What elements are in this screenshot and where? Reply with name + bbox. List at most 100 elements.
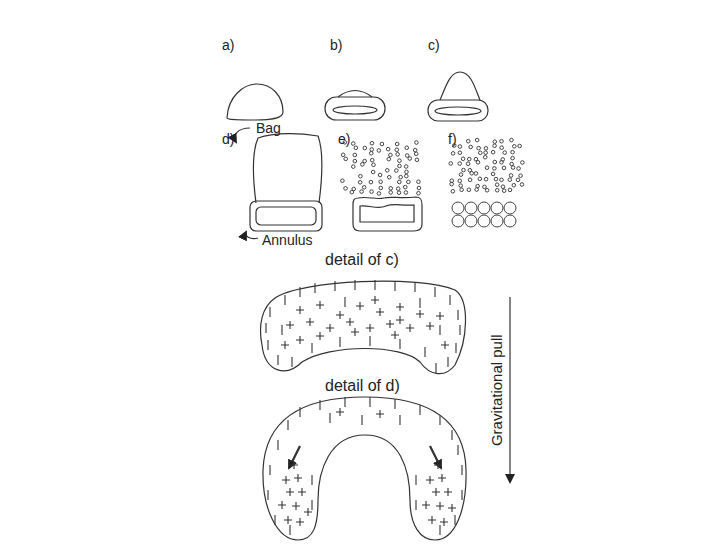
droplet: [478, 177, 482, 181]
droplet: [450, 182, 454, 186]
droplet: [485, 166, 489, 170]
droplet: [483, 185, 487, 189]
droplet: [370, 148, 374, 152]
droplet: [511, 156, 515, 160]
droplet: [517, 167, 521, 171]
droplet: [395, 169, 399, 173]
drop-cap: [338, 91, 372, 98]
droplet: [509, 174, 513, 178]
droplet: [466, 139, 470, 143]
droplet: [474, 172, 478, 176]
bag-shape: [254, 134, 322, 203]
bubble: [452, 202, 464, 214]
droplet: [399, 175, 403, 179]
droplet: [491, 150, 495, 154]
droplet: [459, 184, 463, 188]
droplet: [513, 145, 517, 149]
detail-bag: [263, 397, 466, 540]
droplet: [417, 180, 421, 184]
droplet: [359, 174, 363, 178]
droplet: [398, 159, 402, 163]
droplet: [407, 180, 411, 184]
droplet: [511, 166, 515, 170]
droplet: [396, 187, 400, 191]
droplet: [500, 160, 504, 164]
droplet: [341, 153, 345, 157]
droplet: [475, 188, 479, 192]
part-label: b): [330, 38, 342, 53]
bubble: [465, 215, 477, 227]
detail-caption: detail of c): [325, 251, 399, 269]
bubble: [504, 215, 516, 227]
droplet: [404, 165, 408, 169]
annulus-hole: [360, 205, 414, 222]
droplet: [467, 188, 471, 192]
droplet: [377, 149, 381, 153]
droplet: [377, 192, 381, 196]
droplet: [405, 146, 409, 150]
bubble: [465, 202, 477, 214]
droplet: [494, 177, 498, 181]
bubble: [452, 215, 464, 227]
droplet: [415, 141, 419, 145]
part-label: Annulus: [262, 233, 313, 248]
droplet: [476, 160, 480, 164]
part-label: a): [222, 38, 234, 53]
drop-cap: [440, 72, 480, 100]
droplet: [398, 164, 402, 168]
droplet: [378, 173, 382, 177]
part-label: f): [448, 132, 457, 147]
droplet: [516, 178, 520, 182]
part-label: d): [222, 132, 234, 147]
droplet: [360, 190, 364, 194]
droplet: [344, 157, 348, 161]
droplet: [405, 170, 409, 174]
droplet: [387, 175, 391, 179]
droplet: [398, 180, 402, 184]
droplet: [508, 178, 512, 182]
droplet: [460, 188, 464, 192]
droplet: [350, 190, 354, 194]
droplet: [395, 142, 399, 146]
part-label: Bag: [256, 121, 281, 136]
droplet: [458, 145, 462, 149]
droplet: [503, 151, 507, 155]
bubble: [491, 202, 503, 214]
droplet: [358, 181, 362, 185]
droplet: [458, 151, 462, 155]
droplet: [493, 160, 497, 164]
droplet: [397, 191, 401, 195]
droplet: [379, 180, 383, 184]
droplet: [495, 188, 499, 192]
droplet: [369, 151, 373, 155]
bubble: [504, 202, 516, 214]
droplet: [361, 163, 365, 167]
annulus-ring: [428, 100, 488, 121]
droplet: [520, 183, 524, 187]
charge-marks: [266, 280, 462, 535]
droplet: [518, 144, 522, 148]
droplet: [458, 179, 462, 183]
droplet: [510, 138, 514, 142]
droplet: [500, 146, 504, 150]
droplet: [417, 191, 421, 195]
detail-caption: detail of d): [325, 377, 400, 395]
droplet: [363, 146, 367, 150]
droplet: [353, 159, 357, 163]
droplet: [389, 153, 393, 157]
droplet: [484, 151, 488, 155]
droplet: [502, 166, 506, 170]
droplet: [469, 145, 473, 149]
callout-arrow: [246, 232, 258, 239]
droplet: [521, 161, 525, 165]
part-label: e): [338, 132, 350, 147]
droplet: [403, 185, 407, 189]
droplet: [493, 144, 497, 148]
droplet: [372, 163, 376, 167]
droplet: [395, 148, 399, 152]
droplet: [385, 169, 389, 173]
droplet: [351, 165, 355, 169]
droplet: [477, 146, 481, 150]
annulus-hole: [435, 107, 481, 115]
